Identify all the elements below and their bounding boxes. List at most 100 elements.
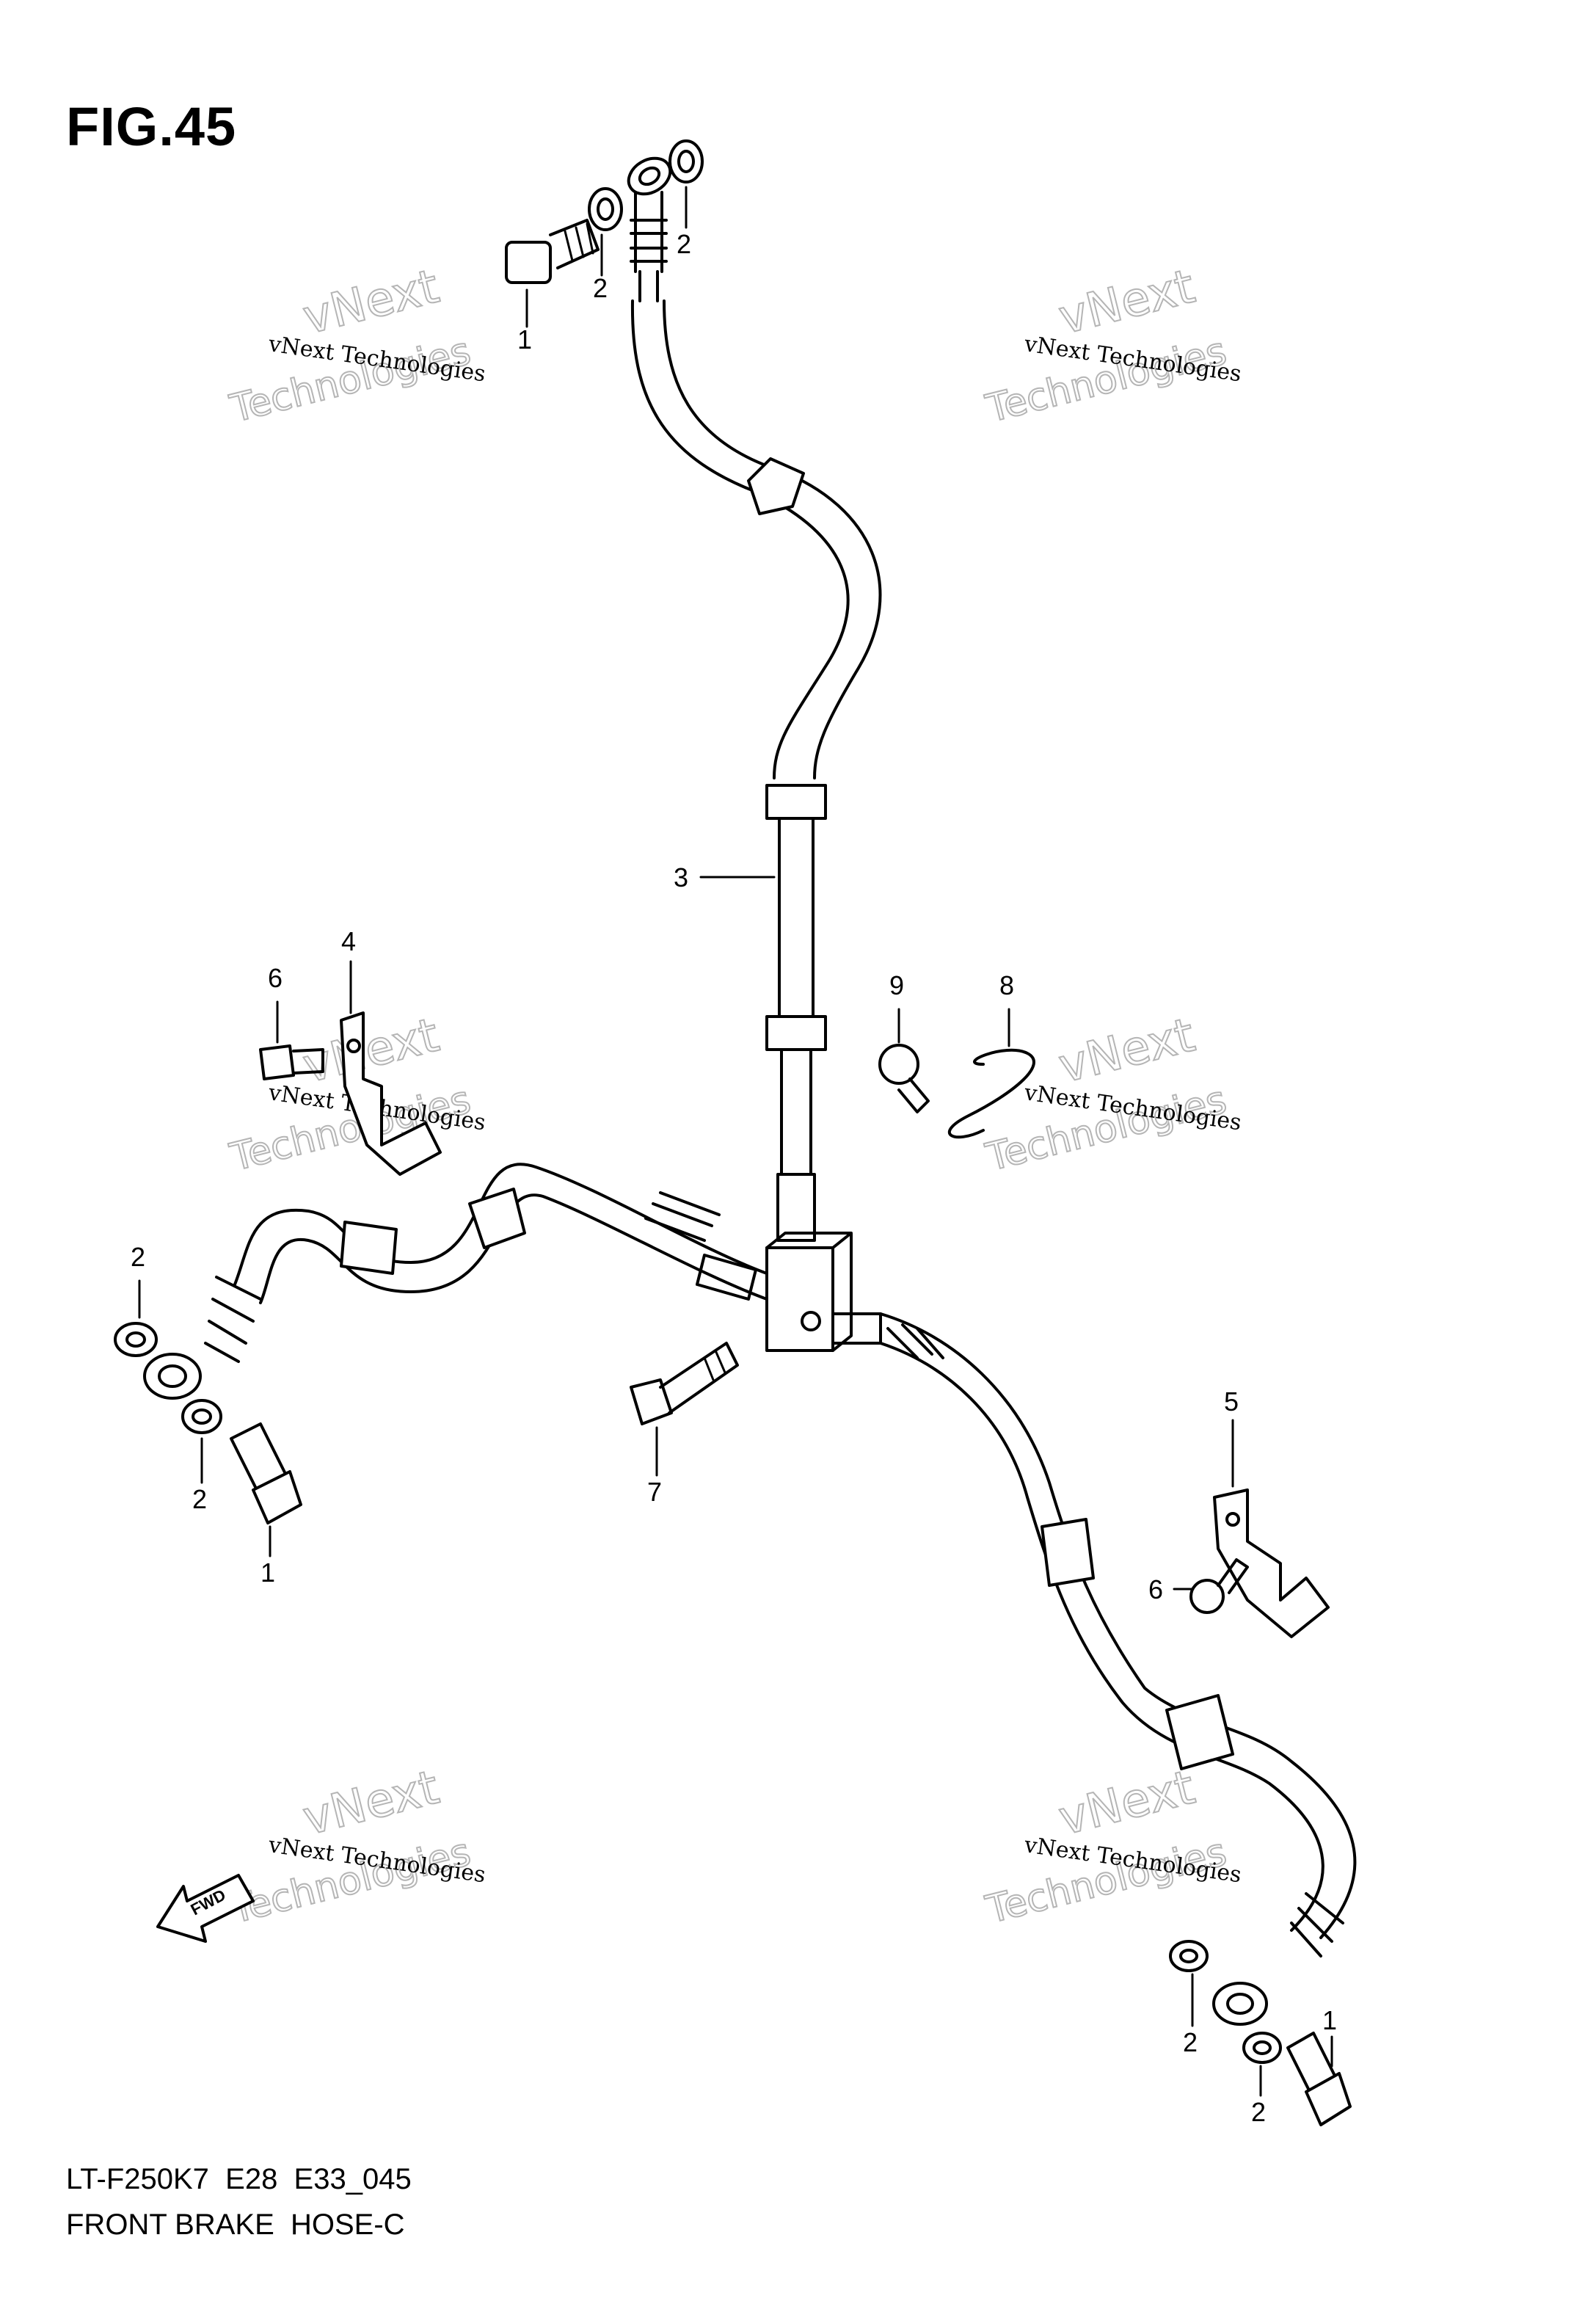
callouts: 1 2 2 3 4 6 9 8 2 2 1 7 5 6 1 2 2 xyxy=(131,186,1337,2127)
right-washer-upper-hole xyxy=(1179,1949,1198,1963)
callout-label: 2 xyxy=(131,1242,145,1272)
left-hose-spring-guard xyxy=(644,1191,721,1242)
top-union-bolt xyxy=(505,219,600,284)
bracket-hole xyxy=(1225,1512,1240,1527)
bolt-head xyxy=(505,241,552,284)
figure-title: FIG.45 xyxy=(66,96,237,157)
callout-label: 2 xyxy=(192,1484,207,1514)
bolt-shank xyxy=(1217,1558,1249,1594)
watermark-bottom-left: vNext Technologies vNext Technologies xyxy=(225,1759,487,1933)
callout-label: 2 xyxy=(1183,2027,1198,2057)
left-washer-upper-hole xyxy=(125,1331,146,1348)
hose-top-collar xyxy=(638,270,659,302)
bolt-head xyxy=(878,1044,919,1085)
watermark-top-right: vNext Technologies vNext Technologies xyxy=(981,258,1243,432)
bolt-shank xyxy=(659,1342,739,1414)
watermark-brand: vNext xyxy=(298,259,444,345)
watermark-mid-right: vNext Technologies vNext Technologies xyxy=(981,1007,1243,1180)
watermark-top-left: vNext Technologies vNext Technologies xyxy=(225,258,487,432)
left-banjo-eye-hole xyxy=(158,1364,187,1388)
left-washer-lower-hole xyxy=(192,1408,212,1425)
hose-bracket-right xyxy=(1213,1488,1330,1638)
bolt-head xyxy=(252,1470,302,1524)
joint-mounting-bolt xyxy=(630,1342,739,1425)
right-banjo-eye-hole xyxy=(1226,1993,1254,2015)
right-hose-grommet xyxy=(1041,1518,1095,1587)
callout-label: 4 xyxy=(341,926,356,956)
hose-sleeve-upper xyxy=(747,457,805,515)
bolt-shank xyxy=(292,1048,324,1075)
right-hose-spring-guard xyxy=(886,1323,944,1359)
top-washer-right xyxy=(668,139,704,183)
watermark-brand: vNext xyxy=(298,1760,444,1846)
callout-label: 6 xyxy=(1148,1574,1163,1604)
callout-label: 9 xyxy=(889,970,904,1000)
right-hose-nipple xyxy=(831,1312,882,1345)
top-washer-left-hole xyxy=(597,197,614,221)
callout-label: 1 xyxy=(1322,2005,1337,2035)
hose-metal-segment xyxy=(780,1048,812,1176)
arrow-icon xyxy=(156,1874,255,1943)
callout-label: 1 xyxy=(260,1557,275,1588)
clip-bolt xyxy=(878,1044,930,1113)
watermark-bottom-right: vNext Technologies vNext Technologies xyxy=(981,1759,1243,1933)
right-union-bolt xyxy=(1286,2032,1352,2126)
callout-label: 1 xyxy=(517,324,532,355)
callout-label: 2 xyxy=(1251,2097,1266,2127)
left-hose-clamp xyxy=(340,1221,398,1275)
left-washer-lower xyxy=(181,1399,222,1434)
callout-label: 2 xyxy=(677,229,691,259)
upper-brake-hose xyxy=(627,156,882,1242)
right-washer-lower xyxy=(1242,2032,1282,2064)
watermark-brand: vNext xyxy=(1054,1008,1200,1094)
left-hose-outline-top xyxy=(233,1163,768,1286)
bolt-shank xyxy=(897,1077,930,1113)
left-banjo-eye xyxy=(143,1353,202,1400)
right-banjo-eye xyxy=(1212,1982,1268,2026)
banjo-fitting-rings xyxy=(630,219,668,263)
watermark-brand: vNext xyxy=(1054,1760,1200,1846)
joint-block-top xyxy=(765,1232,853,1352)
right-hose-outline-top xyxy=(879,1312,1357,1939)
right-washer-lower-hole xyxy=(1253,2040,1272,2055)
bolt-thread xyxy=(564,222,594,262)
joint-block-body xyxy=(765,1246,834,1352)
diagram-caption: LT-F250K7 E28 E33_045 FRONT BRAKE HOSE-C xyxy=(66,2156,412,2247)
callout-label: 7 xyxy=(647,1477,662,1507)
right-hose-end-rings xyxy=(1290,1892,1344,1957)
left-union-bolt xyxy=(230,1422,302,1524)
hose-grommet-upper xyxy=(765,784,827,820)
banjo-eye-top xyxy=(627,156,672,196)
hose-end-fitting xyxy=(776,1173,816,1242)
callout-label: 8 xyxy=(999,970,1014,1000)
bolt-head xyxy=(630,1378,673,1425)
left-brake-hose xyxy=(143,1163,768,1400)
upper-hose-outline-left xyxy=(630,299,850,779)
bracket-body xyxy=(340,1011,442,1176)
callout-label: 2 xyxy=(593,273,608,303)
callout-label: 5 xyxy=(1224,1386,1239,1417)
upper-hose-outline-right xyxy=(663,299,882,779)
bolt-shank xyxy=(549,219,600,269)
diagram-name: FRONT BRAKE HOSE-C xyxy=(66,2209,405,2241)
bolt-head xyxy=(1305,2072,1352,2126)
right-washer-upper xyxy=(1169,1940,1209,1972)
bracket-bolt-left xyxy=(259,1044,324,1080)
bracket-bolt-right xyxy=(1189,1558,1249,1614)
hose-grommet-lower xyxy=(765,1015,827,1051)
model-code: LT-F250K7 E28 E33_045 xyxy=(66,2163,412,2195)
right-hose-clamp xyxy=(1165,1694,1234,1770)
left-hose-connector xyxy=(696,1254,757,1301)
left-hose-end-rings xyxy=(204,1276,262,1363)
clip-wire xyxy=(948,1048,1035,1139)
hose-bracket-left xyxy=(340,1011,442,1176)
callout-label: 6 xyxy=(268,963,283,993)
top-washer-left xyxy=(588,187,623,231)
hose-clip xyxy=(948,1048,1035,1139)
left-hose-sleeve xyxy=(468,1188,526,1249)
left-washer-upper xyxy=(114,1322,158,1357)
right-brake-hose xyxy=(831,1312,1357,2026)
banjo-eye-hole xyxy=(638,166,661,186)
bracket-hole xyxy=(346,1039,361,1053)
